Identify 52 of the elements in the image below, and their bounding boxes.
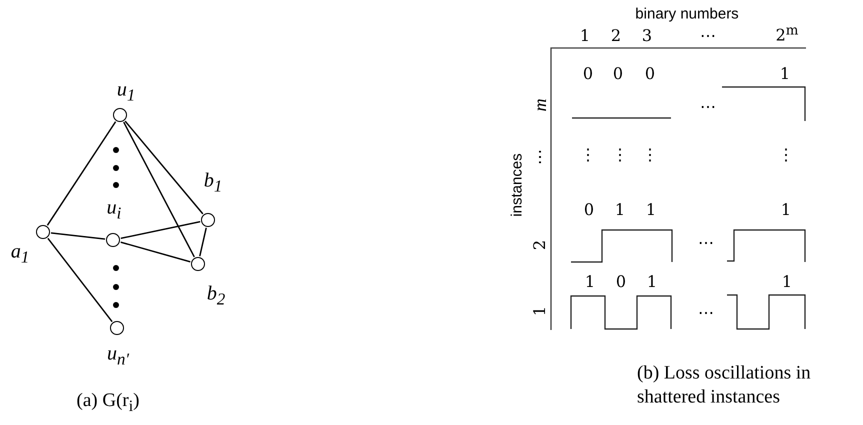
ellipsis: ⋮	[612, 147, 628, 163]
row-label: 2	[532, 240, 548, 250]
bit-value: 1	[646, 202, 656, 218]
caption: (b) Loss oscillations in shattered instances	[637, 361, 812, 409]
graph-edge	[124, 120, 204, 214]
axis-title: instances	[510, 153, 524, 217]
vertex-label: a$_{1}$	[10, 242, 30, 266]
graph-vertex	[36, 224, 50, 238]
vertex-label: u$_{1}$	[116, 80, 136, 104]
axis-title: binary numbers	[635, 6, 739, 22]
bit-value: 0	[616, 274, 626, 290]
graph-vertex	[110, 320, 124, 334]
graph-vertex	[200, 212, 214, 226]
ellipsis: ⋮	[580, 147, 596, 163]
ellipsis: ⋯	[700, 28, 716, 44]
vertex-label: u$_{i}$	[106, 198, 122, 222]
graph-edge	[199, 228, 207, 256]
graph-vertex	[112, 108, 126, 122]
graph-vertex	[106, 232, 120, 246]
graph-edge	[46, 121, 116, 226]
ellipsis: ⋯	[700, 99, 716, 115]
bit-value: 1	[614, 202, 626, 218]
graph-vertex	[190, 256, 204, 270]
ellipsis: ⋯	[532, 149, 548, 165]
column-number: 2	[610, 28, 622, 44]
bit-value: 0	[584, 202, 594, 218]
vertex-label: b$_{1}$	[204, 170, 222, 196]
bit-value: 0	[612, 66, 624, 82]
bit-value: 0	[644, 66, 656, 82]
caption: (a) G(r$_{i}$)	[76, 391, 140, 415]
column-number: 3	[642, 28, 652, 44]
graph-edge	[120, 242, 190, 262]
row-label: m	[531, 98, 549, 112]
vertex-label: b$_{2}$	[206, 284, 226, 308]
graph-edge	[50, 232, 106, 240]
vertex-label: u$_{n′}$	[107, 344, 129, 368]
ellipsis: ⋮	[642, 147, 658, 163]
column-number: 2$^{m}$	[776, 24, 798, 44]
ellipsis: ⋯	[698, 305, 714, 321]
graph-edge	[123, 122, 195, 258]
ellipsis: ⋯	[698, 235, 714, 251]
bit-value: 1	[780, 66, 790, 82]
row-label: 1	[532, 306, 548, 316]
bit-value: 1	[780, 202, 792, 218]
ellipsis: ⋮	[778, 147, 794, 163]
bit-value: 0	[582, 66, 594, 82]
bit-value: 1	[646, 274, 658, 290]
bit-value: 1	[782, 274, 792, 290]
graph-edge	[120, 220, 200, 240]
bit-value: 1	[584, 274, 596, 290]
column-number: 1	[580, 28, 590, 44]
graph-edge	[47, 238, 113, 322]
